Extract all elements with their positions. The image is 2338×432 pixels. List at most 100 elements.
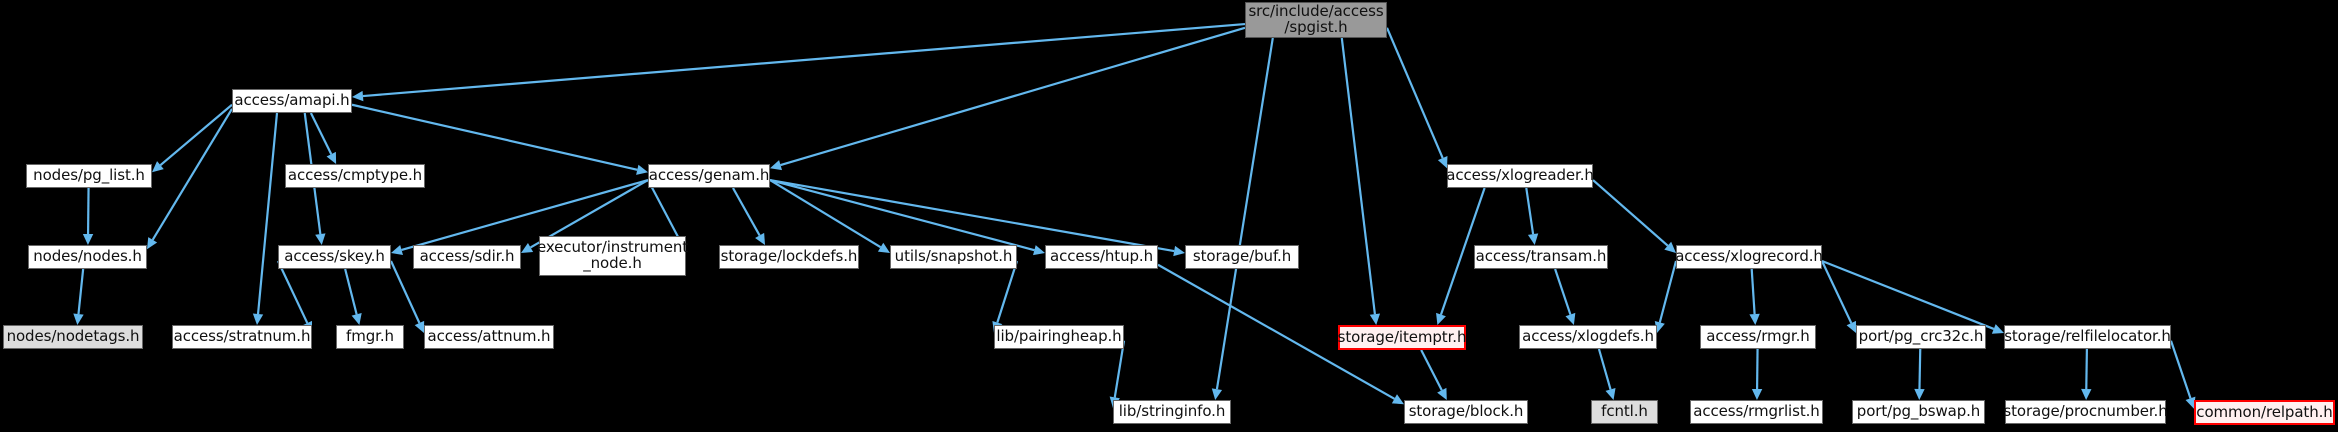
graph-edge-genam-to-htup xyxy=(769,178,1045,256)
graph-node-label: access/sdir.h xyxy=(419,247,515,266)
graph-node-label: nodes/pg_list.h xyxy=(33,166,145,185)
graph-node-label: lib/pairingheap.h xyxy=(996,327,1122,346)
graph-node-xlogdefs[interactable]: access/xlogdefs.h xyxy=(1519,325,1657,349)
graph-node-relfilelocator[interactable]: storage/relfilelocator.h xyxy=(2004,325,2171,349)
graph-edge-spgist-to-xlogreader xyxy=(1385,27,1448,169)
graph-node-itemptr[interactable]: storage/itemptr.h xyxy=(1338,325,1466,350)
graph-node-instrument[interactable]: executor/instrument _node.h xyxy=(537,236,689,276)
graph-edge-xlogrecord-to-relfilelocator xyxy=(1821,259,2004,334)
graph-node-label: common/relpath.h xyxy=(2196,402,2333,421)
graph-node-label: access/skey.h xyxy=(284,247,385,266)
graph-node-label: nodes/nodes.h xyxy=(33,247,142,266)
graph-node-label: storage/itemptr.h xyxy=(1337,327,1467,346)
graph-edge-xlogrecord-to-xlogdefs xyxy=(1654,260,1678,333)
graph-node-amapi[interactable]: access/amapi.h xyxy=(232,89,352,113)
graph-edge-spgist-to-genam xyxy=(770,26,1246,171)
graph-edge-itemptr-to-block xyxy=(1420,349,1447,400)
graph-node-pg_crc32c[interactable]: port/pg_crc32c.h xyxy=(1856,325,1986,349)
graph-edge-xlogreader-to-xlogrecord xyxy=(1592,179,1676,253)
graph-node-sdir[interactable]: access/sdir.h xyxy=(413,245,521,269)
graph-node-block[interactable]: storage/block.h xyxy=(1404,400,1528,424)
graph-node-label: access/genam.h xyxy=(648,166,770,185)
graph-node-cmptype[interactable]: access/cmptype.h xyxy=(285,164,425,188)
graph-node-label: access/xlogdefs.h xyxy=(1522,327,1654,346)
graph-edge-htup-to-block xyxy=(1157,263,1404,405)
graph-edge-amapi-to-genam xyxy=(351,103,648,175)
graph-node-label: executor/instrument _node.h xyxy=(537,238,689,272)
graph-node-spgist[interactable]: src/include/access /spgist.h xyxy=(1245,2,1387,38)
graph-node-label: utils/snapshot.h xyxy=(894,247,1013,266)
graph-node-label: port/pg_bswap.h xyxy=(1856,402,1981,421)
graph-edge-spgist-to-itemptr xyxy=(1340,37,1381,325)
graph-edge-skey-to-attnum xyxy=(390,260,425,333)
graph-node-nodes[interactable]: nodes/nodes.h xyxy=(28,245,147,269)
graph-edge-xlogrecord-to-pg_crc32c xyxy=(1821,260,1857,333)
graph-edge-xlogreader-to-transam xyxy=(1525,187,1539,245)
graph-node-pg_bswap[interactable]: port/pg_bswap.h xyxy=(1852,400,1985,424)
graph-node-label: storage/buf.h xyxy=(1192,247,1292,266)
graph-node-nodetags[interactable]: nodes/nodetags.h xyxy=(3,325,143,349)
graph-node-label: storage/block.h xyxy=(1408,402,1524,421)
graph-node-rmgr[interactable]: access/rmgr.h xyxy=(1700,325,1816,349)
graph-edge-relfilelocator-to-relpath xyxy=(2169,340,2196,409)
graph-node-relpath[interactable]: common/relpath.h xyxy=(2194,400,2335,425)
graph-edge-xlogrecord-to-rmgr xyxy=(1749,268,1760,325)
graph-edge-amapi-to-cmptype xyxy=(309,112,337,164)
graph-node-transam[interactable]: access/transam.h xyxy=(1474,245,1608,269)
graph-edge-nodes-to-nodetags xyxy=(73,268,85,325)
graph-edge-genam-to-snapshot xyxy=(769,179,890,253)
graph-edge-skey-to-stratnum xyxy=(277,260,313,333)
graph-node-label: nodes/nodetags.h xyxy=(6,327,140,346)
graph-edge-amapi-to-stratnum xyxy=(252,112,279,325)
graph-edge-genam-to-lockdefs xyxy=(732,187,765,245)
graph-node-stratnum[interactable]: access/stratnum.h xyxy=(172,325,312,349)
graph-node-label: access/rmgr.h xyxy=(1706,327,1810,346)
graph-node-label: access/xlogrecord.h xyxy=(1675,247,1823,266)
graph-node-xlogrecord[interactable]: access/xlogrecord.h xyxy=(1675,245,1823,269)
graph-edge-amapi-to-pg_list xyxy=(152,103,233,173)
graph-edge-pg_crc32c-to-pg_bswap xyxy=(1914,348,1925,400)
graph-edge-rmgr-to-rmgrlist xyxy=(1751,348,1763,400)
graph-node-buf[interactable]: storage/buf.h xyxy=(1185,245,1299,269)
graph-node-pg_list[interactable]: nodes/pg_list.h xyxy=(26,164,152,188)
graph-edge-genam-to-skey xyxy=(391,178,649,255)
graph-edge-transam-to-xlogdefs xyxy=(1554,268,1576,325)
graph-edge-pairingheap-to-stringinfo xyxy=(1109,340,1126,409)
graph-node-label: storage/relfilelocator.h xyxy=(2004,327,2171,346)
graph-node-attnum[interactable]: access/attnum.h xyxy=(424,325,554,349)
graph-node-label: storage/lockdefs.h xyxy=(720,247,858,266)
graph-node-label: access/amapi.h xyxy=(234,91,350,110)
graph-edge-snapshot-to-pairingheap xyxy=(992,260,1019,333)
graph-edge-skey-to-fmgr xyxy=(344,268,362,325)
graph-edge-genam-to-buf xyxy=(769,178,1185,257)
graph-node-label: access/attnum.h xyxy=(427,327,551,346)
graph-node-lockdefs[interactable]: storage/lockdefs.h xyxy=(719,245,859,269)
graph-node-pairingheap[interactable]: lib/pairingheap.h xyxy=(994,325,1124,349)
graph-node-label: src/include/access /spgist.h xyxy=(1248,2,1384,36)
graph-node-htup[interactable]: access/htup.h xyxy=(1045,245,1158,269)
graph-node-stringinfo[interactable]: lib/stringinfo.h xyxy=(1113,400,1231,424)
graph-edge-xlogreader-to-itemptr xyxy=(1436,187,1486,325)
graph-node-fcntl[interactable]: fcntl.h xyxy=(1591,400,1658,424)
graph-node-label: port/pg_crc32c.h xyxy=(1858,327,1984,346)
graph-node-label: fmgr.h xyxy=(346,327,394,346)
graph-edge-spgist-to-stringinfo xyxy=(1211,37,1274,400)
graph-node-genam[interactable]: access/genam.h xyxy=(648,164,770,188)
graph-node-procnumber[interactable]: storage/procnumber.h xyxy=(2003,400,2168,424)
graph-node-fmgr[interactable]: fmgr.h xyxy=(336,325,404,349)
graph-node-label: fcntl.h xyxy=(1601,402,1648,421)
graph-node-skey[interactable]: access/skey.h xyxy=(278,245,391,269)
graph-node-label: access/transam.h xyxy=(1475,247,1607,266)
graph-node-label: access/xlogreader.h xyxy=(1446,166,1594,185)
graph-edge-spgist-to-amapi xyxy=(352,22,1246,102)
graph-node-rmgrlist[interactable]: access/rmgrlist.h xyxy=(1690,400,1823,424)
graph-node-xlogreader[interactable]: access/xlogreader.h xyxy=(1446,164,1594,188)
graph-node-label: storage/procnumber.h xyxy=(2003,402,2168,421)
graph-node-label: access/rmgrlist.h xyxy=(1693,402,1820,421)
graph-edge-pg_list-to-nodes xyxy=(82,187,94,245)
graph-edge-xlogdefs-to-fcntl xyxy=(1597,348,1616,400)
graph-node-snapshot[interactable]: utils/snapshot.h xyxy=(890,245,1017,269)
graph-node-label: lib/stringinfo.h xyxy=(1118,402,1226,421)
